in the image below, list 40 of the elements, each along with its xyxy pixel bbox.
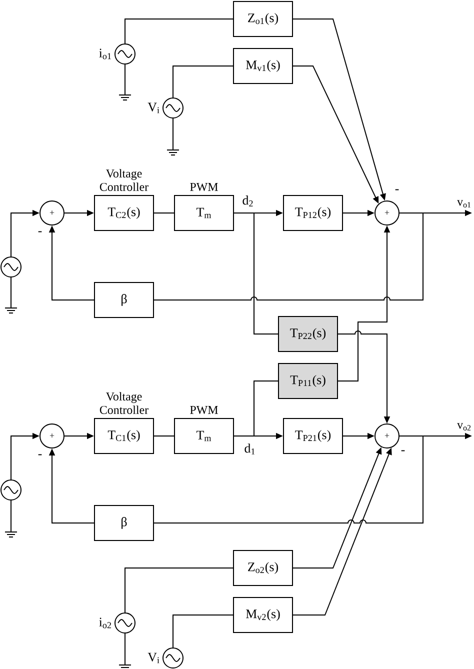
sign-label: - bbox=[395, 189, 399, 190]
block-box: T$_{P21}$(s) bbox=[283, 418, 343, 454]
source-label: i$_{o2}$ bbox=[99, 618, 111, 628]
block-box: PWM T$_{m}$ bbox=[174, 406, 234, 454]
edge-label: d$_{1}$ bbox=[243, 442, 257, 456]
output-label: v$_{o2}$ bbox=[457, 423, 471, 430]
block-box: T$_{P12}$(s) bbox=[283, 195, 343, 231]
block-box: M$_{v2}$(s) bbox=[233, 597, 293, 633]
ac-source bbox=[162, 648, 184, 668]
node-label: PWM bbox=[190, 182, 218, 191]
ac-source bbox=[114, 44, 136, 64]
block-box: Voltage Controller T$_{C1}$(s) bbox=[94, 392, 154, 454]
node-label: PWM bbox=[190, 406, 218, 414]
summing-junction: + bbox=[374, 424, 400, 448]
source-label: V$_{i}$ bbox=[148, 652, 160, 664]
block-box: PWM T$_{m}$ bbox=[174, 182, 234, 231]
summing-junction: + bbox=[40, 424, 64, 448]
summing-junction: + bbox=[374, 200, 400, 226]
block-box: T$_{P11}$(s) bbox=[278, 363, 338, 399]
sign-label: - bbox=[38, 231, 42, 232]
source-label: V$_{i}$ bbox=[148, 102, 160, 114]
node-label: Voltage Controller bbox=[100, 392, 148, 414]
block-box: Voltage Controller T$_{C2}$(s) bbox=[94, 169, 154, 231]
block-box: T$_{P22}$(s) bbox=[278, 316, 338, 352]
block-box: β bbox=[94, 505, 154, 541]
summing-junction: + bbox=[40, 200, 64, 226]
source-label: i$_{o1}$ bbox=[99, 48, 111, 60]
ac-source bbox=[0, 480, 22, 500]
output-label: v$_{o1}$ bbox=[457, 200, 471, 208]
ac-source bbox=[0, 256, 22, 278]
block-box: M$_{v1}$(s) bbox=[233, 48, 293, 84]
block-box: Z$_{o1}$(s) bbox=[233, 1, 293, 37]
ac-source bbox=[162, 98, 184, 118]
sign-label: - bbox=[38, 454, 42, 456]
block-box: β bbox=[94, 282, 154, 318]
sign-label: - bbox=[401, 450, 405, 452]
block-box: Z$_{o2}$(s) bbox=[233, 550, 293, 586]
ac-source bbox=[114, 612, 136, 634]
edge-label: d$_{2}$ bbox=[241, 194, 255, 208]
node-label: Voltage Controller bbox=[100, 169, 148, 191]
